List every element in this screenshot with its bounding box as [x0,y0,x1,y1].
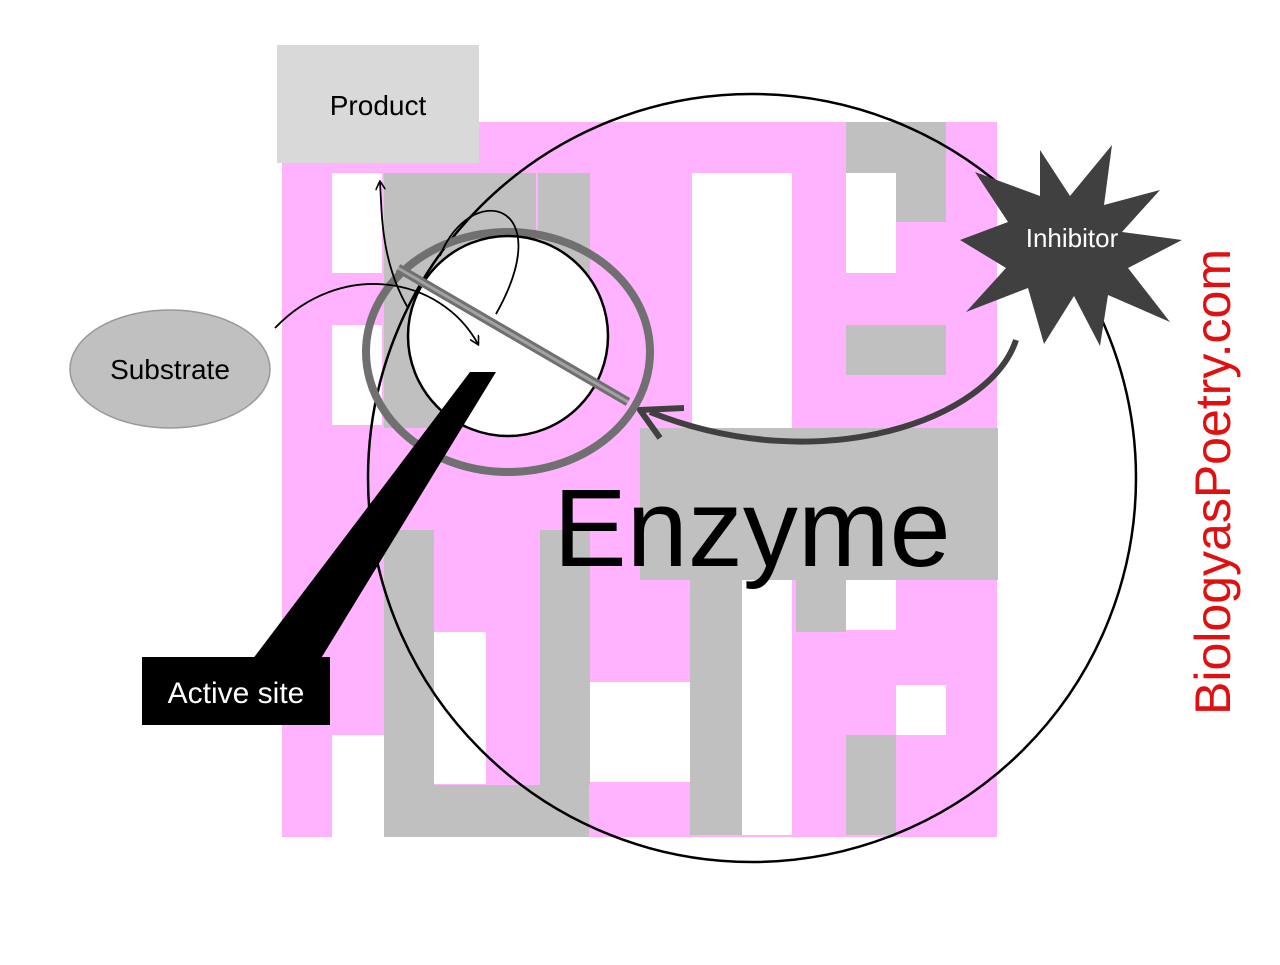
active-site-pointer [252,372,496,660]
white-block [590,682,690,782]
gray-block [690,580,742,835]
gray-block [384,530,434,682]
inhibitor-label: Inhibitor [1026,223,1119,253]
gray-block [846,735,896,835]
gray-block [846,325,946,375]
substrate-arrow [274,283,478,344]
white-block [742,580,792,835]
white-block [742,173,792,428]
gray-block [540,530,590,785]
release-curve [439,209,520,315]
white-block [896,685,946,735]
substrate-label: Substrate [110,354,230,385]
enzyme-label: Enzyme [553,467,950,590]
product-label: Product [330,90,427,121]
inhibitor-arrow [648,339,1019,445]
white-block [692,173,742,428]
product-box [277,45,479,163]
active-site-label: Active site [168,677,305,710]
inhibitor-block-bar [395,264,631,406]
white-block [434,632,486,784]
enzyme-outline [366,92,1138,864]
substrate-shape [69,309,271,429]
product-arrow [380,182,409,309]
gray-block [640,428,998,580]
white-block [846,580,896,630]
gray-block [796,580,846,632]
white-block [846,173,896,273]
white-block [332,173,382,273]
white-block [332,735,384,837]
inhibitor-starburst [960,145,1182,346]
inhibitor-arrowhead [637,405,685,440]
watermark-text: BiologyasPoetry.com [1185,249,1241,715]
active-site-box [142,657,330,725]
active-site-ring [362,228,654,476]
gray-block [384,785,589,837]
inhibitor-block-bar-highlight [397,266,629,404]
